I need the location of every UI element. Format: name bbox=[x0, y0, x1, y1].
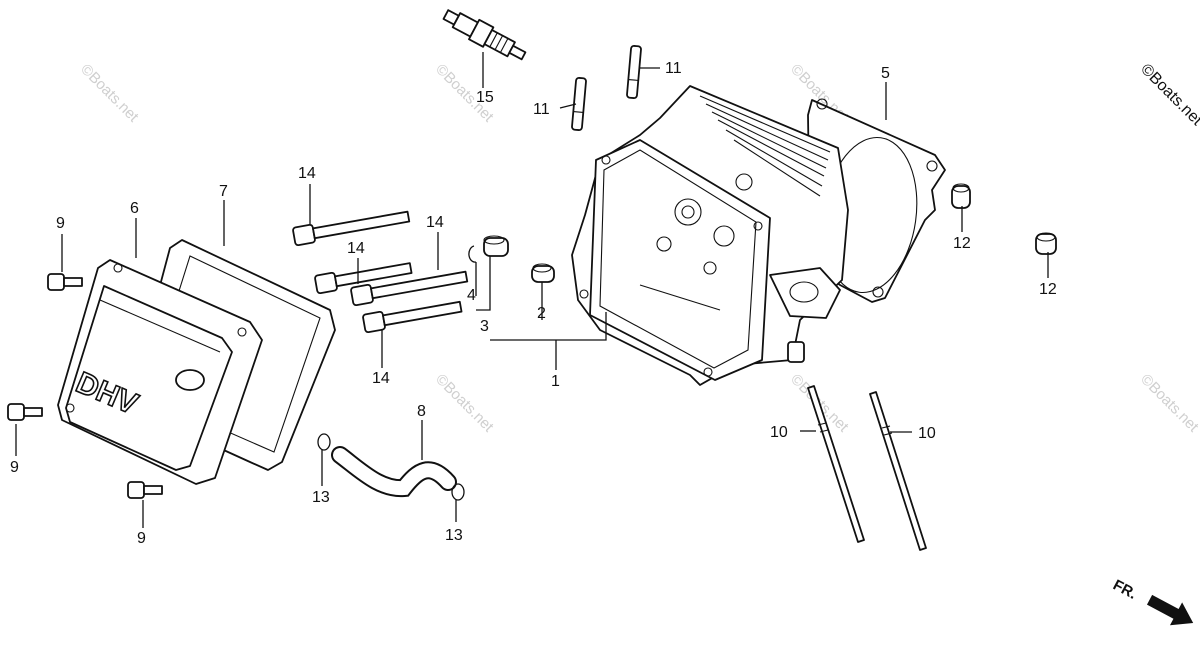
watermark: ©Boats.net bbox=[1137, 371, 1200, 436]
cylinder-head[interactable] bbox=[571, 85, 849, 386]
valve-guide[interactable] bbox=[483, 235, 509, 257]
tube-clip[interactable] bbox=[451, 483, 465, 501]
callout-12[interactable]: 12 bbox=[1039, 281, 1057, 298]
callout-9[interactable]: 9 bbox=[137, 530, 146, 547]
flange-bolt[interactable] bbox=[314, 259, 413, 295]
callout-12[interactable]: 12 bbox=[953, 235, 971, 252]
callout-6[interactable]: 6 bbox=[130, 200, 139, 217]
callout-1[interactable]: 1 bbox=[551, 373, 560, 390]
flange-bolt[interactable] bbox=[292, 208, 411, 247]
small-bolt[interactable] bbox=[7, 403, 43, 421]
watermark: ©Boats.net bbox=[432, 371, 497, 436]
callout-14[interactable]: 14 bbox=[347, 240, 365, 257]
callout-7[interactable]: 7 bbox=[219, 183, 228, 200]
callout-14[interactable]: 14 bbox=[372, 370, 390, 387]
arrow-right-icon bbox=[1146, 594, 1194, 626]
part-callouts: 15 11 11 5 12 12 1 2 3 4 10 10 14 14 14 … bbox=[10, 60, 1057, 547]
valve-guide-small[interactable] bbox=[531, 263, 555, 283]
callout-13[interactable]: 13 bbox=[312, 489, 330, 506]
stud-bolt-long[interactable] bbox=[869, 391, 927, 551]
callout-15[interactable]: 15 bbox=[476, 89, 494, 106]
watermark: ©Boats.net bbox=[77, 61, 142, 126]
callout-11[interactable]: 11 bbox=[665, 60, 682, 77]
watermark: ©Boats.net bbox=[1137, 61, 1200, 130]
callout-14[interactable]: 14 bbox=[426, 214, 444, 231]
callout-13[interactable]: 13 bbox=[445, 527, 463, 544]
callout-9[interactable]: 9 bbox=[56, 215, 65, 232]
breather-tube[interactable] bbox=[331, 446, 457, 498]
dowel-pin[interactable] bbox=[1035, 232, 1057, 255]
clip-ring[interactable] bbox=[468, 245, 477, 263]
callout-9[interactable]: 9 bbox=[10, 459, 19, 476]
stud-bolt[interactable] bbox=[571, 77, 587, 131]
callout-11[interactable]: 11 bbox=[533, 101, 550, 118]
callout-4[interactable]: 4 bbox=[467, 287, 476, 304]
callout-8[interactable]: 8 bbox=[417, 403, 426, 420]
callout-2[interactable]: 2 bbox=[537, 305, 546, 322]
callout-3[interactable]: 3 bbox=[480, 318, 489, 335]
callout-5[interactable]: 5 bbox=[881, 65, 890, 82]
callout-10[interactable]: 10 bbox=[918, 425, 936, 442]
front-direction-marker: FR. bbox=[1110, 577, 1194, 626]
flange-bolt[interactable] bbox=[350, 268, 469, 307]
dowel-pin[interactable] bbox=[951, 183, 971, 209]
spark-plug[interactable] bbox=[441, 5, 529, 66]
tube-clip[interactable] bbox=[317, 433, 331, 451]
small-bolt[interactable] bbox=[127, 481, 163, 499]
stud-bolt-long[interactable] bbox=[807, 385, 865, 543]
stud-bolt[interactable] bbox=[626, 45, 642, 99]
small-bolt[interactable] bbox=[47, 273, 83, 291]
flange-bolt[interactable] bbox=[362, 298, 463, 334]
front-direction-label: FR. bbox=[1110, 577, 1139, 603]
leader-lines bbox=[15, 52, 1049, 528]
callout-10[interactable]: 10 bbox=[770, 424, 788, 441]
callout-14[interactable]: 14 bbox=[298, 165, 316, 182]
head-cover[interactable]: DHV bbox=[57, 259, 263, 485]
